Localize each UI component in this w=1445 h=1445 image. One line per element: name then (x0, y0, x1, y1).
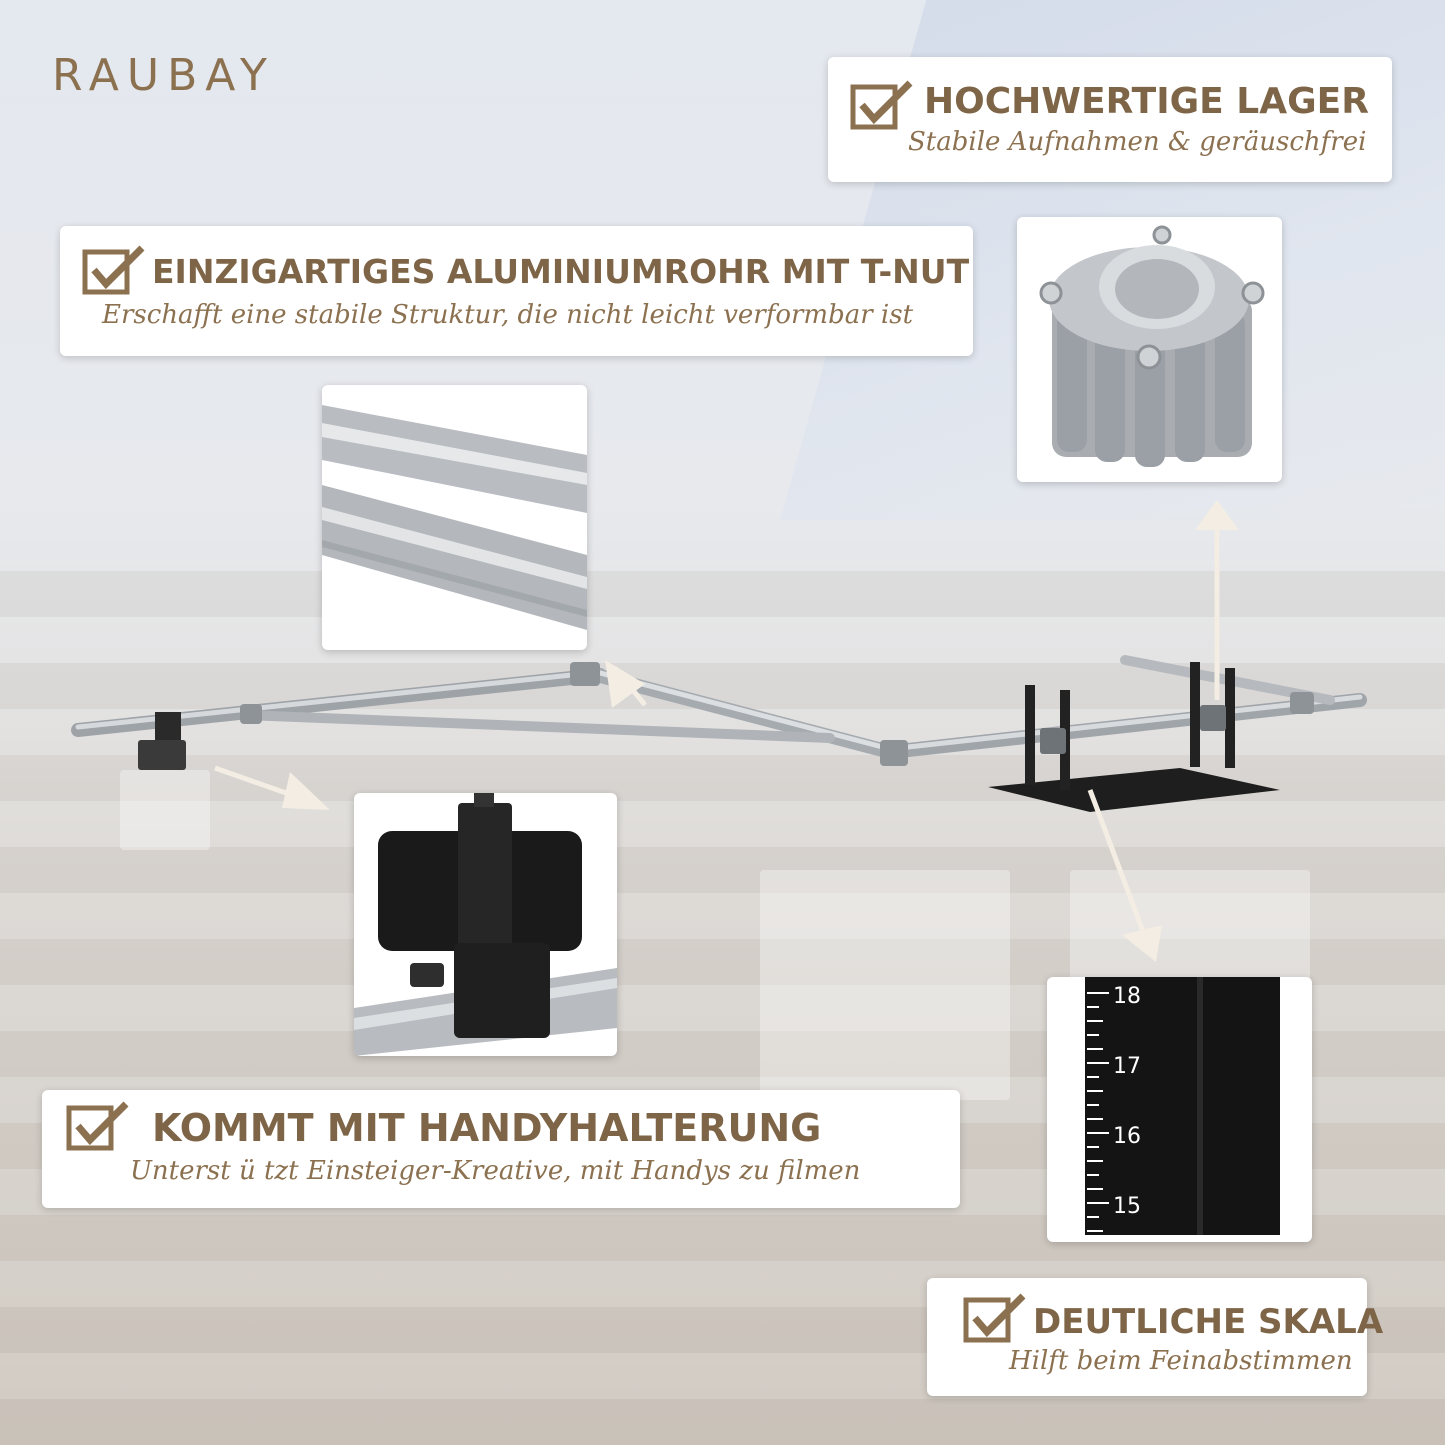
background-box (760, 870, 1010, 1100)
scale-label: 17 (1113, 1054, 1141, 1079)
scale-photo: 18 17 16 15 (1047, 977, 1312, 1242)
checkbox-check-icon (850, 80, 913, 130)
callout-bearing: HOCHWERTIGE LAGER Stabile Aufnahmen & ge… (828, 57, 1392, 182)
scale-label: 16 (1113, 1124, 1141, 1149)
callout-subtitle: Hilft beim Feinabstimmen (1009, 1346, 1353, 1376)
callout-title: EINZIGARTIGES ALUMINIUMROHR MIT T-NUT (152, 252, 970, 291)
checkbox-check-icon (82, 245, 145, 295)
callout-title: HOCHWERTIGE LAGER (924, 81, 1369, 122)
arrow-icon (214, 765, 330, 810)
callout-subtitle: Unterst ü tzt Einsteiger-Kreative, mit H… (130, 1156, 861, 1186)
callout-scale: DEUTLICHE SKALA Hilft beim Feinabstimmen (927, 1278, 1383, 1396)
arrow-icon (1195, 500, 1239, 700)
callout-subtitle: Erschafft eine stabile Struktur, die nic… (102, 300, 914, 330)
aluminium-tube-photo (322, 385, 587, 650)
callout-title: DEUTLICHE SKALA (1033, 1302, 1384, 1342)
callout-title: KOMMT MIT HANDYHALTERUNG (152, 1106, 822, 1150)
background-box (120, 770, 210, 850)
callout-phone-holder: KOMMT MIT HANDYHALTERUNG Unterst ü tzt E… (42, 1090, 960, 1208)
checkbox-check-icon (963, 1293, 1026, 1343)
phone-holder-photo (354, 793, 617, 1056)
callout-aluminium-tube: EINZIGARTIGES ALUMINIUMROHR MIT T-NUT Er… (60, 226, 973, 356)
scale-label: 15 (1113, 1194, 1141, 1219)
brand-logo: RAUBAY (52, 50, 275, 101)
scale-label: 18 (1113, 984, 1141, 1009)
checkbox-check-icon (66, 1101, 129, 1151)
callout-subtitle: Stabile Aufnahmen & geräuschfrei (908, 127, 1367, 157)
bearing-photo (1017, 217, 1282, 482)
arrow-icon (605, 660, 647, 708)
arrow-icon (1087, 789, 1162, 962)
